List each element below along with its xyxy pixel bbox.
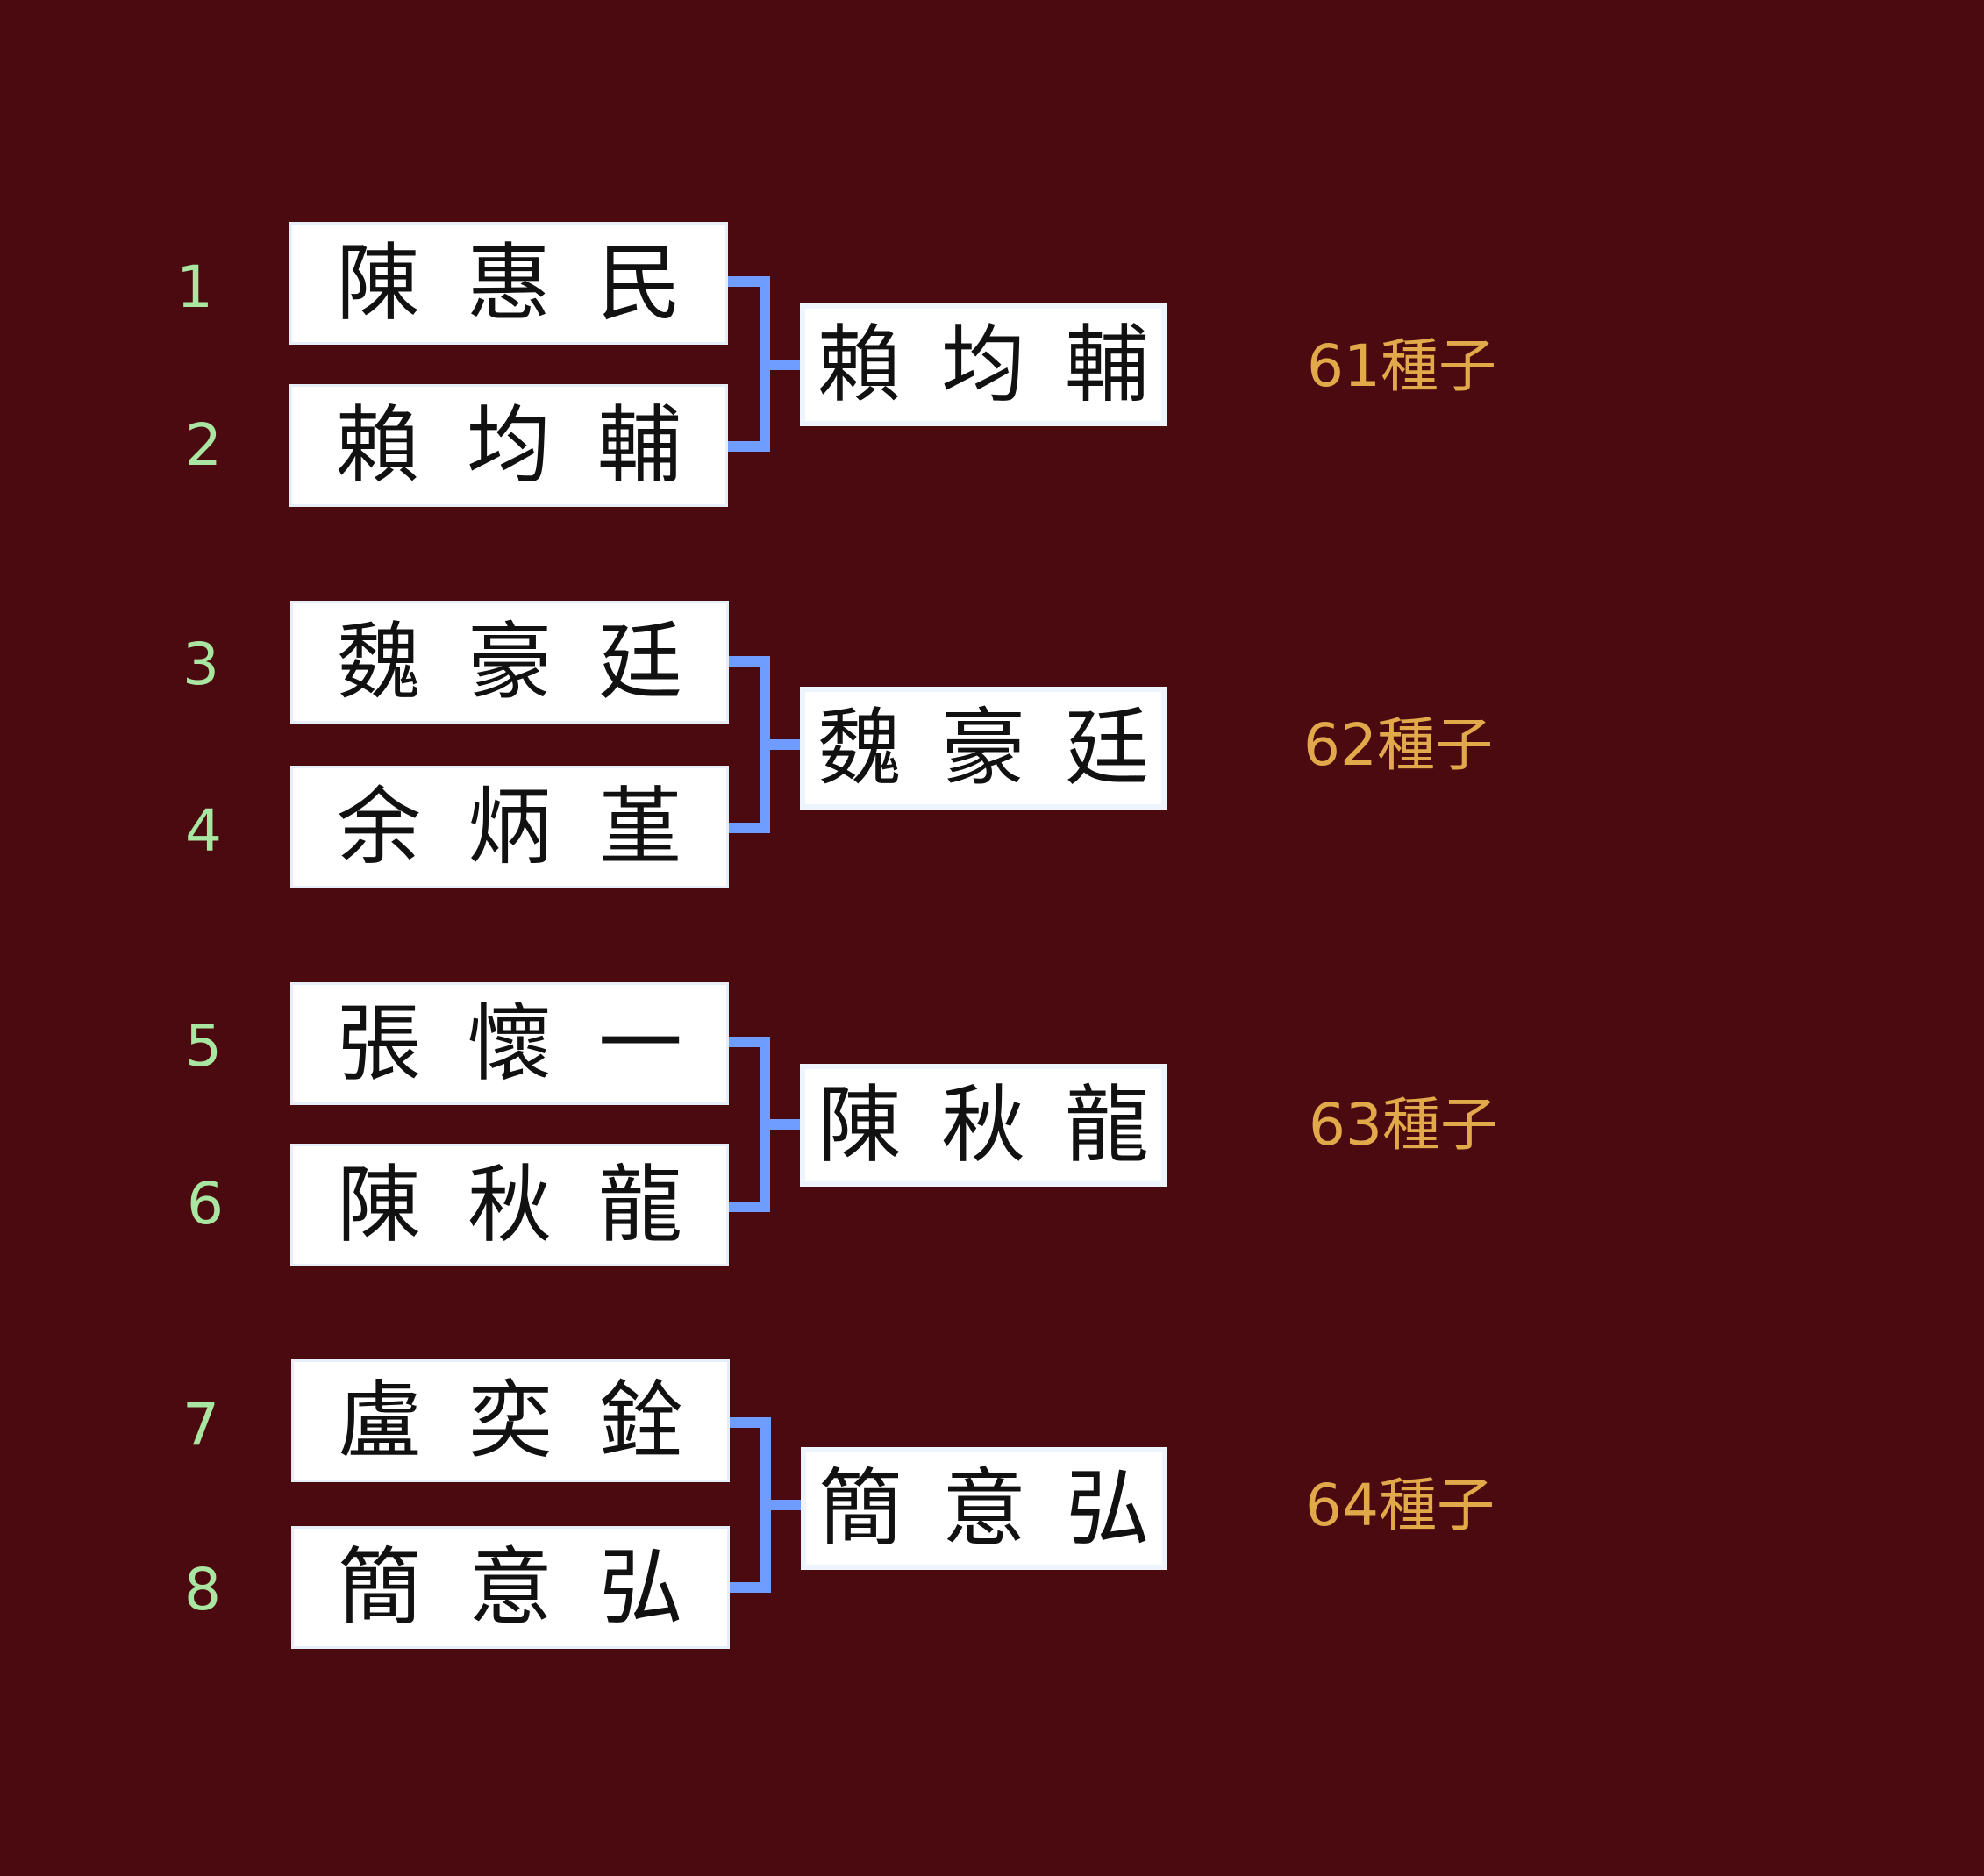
winner-4-char-3: 弘	[1066, 1459, 1150, 1558]
entrant-box-1: 陳 惠 民	[289, 222, 728, 345]
connector-vertical	[760, 1417, 771, 1593]
seed-number-6: 6	[187, 1170, 224, 1238]
connector-stem	[770, 1119, 800, 1130]
seed-number-7: 7	[182, 1391, 219, 1459]
winner-4-char-1: 簡	[818, 1459, 903, 1558]
bracket-group-2: 3 魏 豪 廷 4 余 炳 堇 魏 豪 廷 62種子	[0, 599, 1984, 888]
seed-number-4: 4	[185, 797, 222, 865]
entrant-box-8: 簡 意 弘	[291, 1526, 730, 1649]
entrant-7-char-3: 銓	[599, 1372, 683, 1470]
seed-label-63: 63種子	[1309, 1091, 1498, 1159]
entrant-8-char-3: 弘	[599, 1538, 683, 1637]
connector-stem	[770, 739, 800, 750]
winner-1-char-2: 均	[941, 316, 1025, 414]
bracket-group-3: 5 張 懷 一 6 陳 秋 龍 陳 秋 龍 63種子	[0, 981, 1984, 1270]
entrant-3-char-2: 豪	[467, 613, 552, 711]
seed-label-64: 64種子	[1305, 1472, 1495, 1539]
entrant-5-char-1: 張	[337, 995, 421, 1093]
winner-box-2: 魏 豪 廷	[800, 687, 1167, 810]
connector-vertical	[760, 276, 770, 452]
entrant-4-char-2: 炳	[467, 778, 552, 876]
seed-label-62: 62種子	[1303, 711, 1493, 779]
seed-number-2: 2	[185, 411, 222, 479]
entrant-3-char-3: 廷	[598, 613, 682, 711]
winner-box-4: 簡 意 弘	[801, 1447, 1167, 1570]
entrant-3-char-1: 魏	[337, 613, 421, 711]
entrant-5-char-2: 懷	[467, 995, 552, 1093]
entrant-5-char-3: 一	[598, 995, 682, 1093]
winner-2-char-2: 豪	[941, 699, 1025, 797]
connector-stem	[770, 360, 800, 370]
entrant-box-3: 魏 豪 廷	[290, 601, 729, 724]
entrant-box-5: 張 懷 一	[290, 982, 729, 1105]
entrant-4-char-1: 余	[337, 778, 421, 876]
entrant-1-char-3: 民	[597, 234, 682, 332]
winner-1-char-3: 輔	[1065, 316, 1149, 414]
winner-box-3: 陳 秋 龍	[800, 1064, 1167, 1187]
entrant-4-char-3: 堇	[598, 778, 682, 876]
entrant-box-7: 盧 奕 銓	[291, 1359, 730, 1482]
bracket-group-1: 1 陳 惠 民 2 賴 均 輔 賴 均 輔 61種子	[0, 222, 1984, 511]
winner-4-char-2: 意	[942, 1459, 1026, 1558]
winner-1-char-1: 賴	[817, 316, 902, 414]
entrant-1-char-1: 陳	[336, 234, 420, 332]
entrant-6-char-3: 龍	[598, 1156, 682, 1254]
winner-3-char-1: 陳	[817, 1076, 902, 1174]
entrant-8-char-1: 簡	[338, 1538, 422, 1637]
winner-2-char-1: 魏	[817, 699, 902, 797]
seed-number-3: 3	[182, 631, 219, 698]
seed-number-1: 1	[176, 253, 213, 321]
entrant-box-4: 余 炳 堇	[290, 766, 729, 888]
seed-number-8: 8	[184, 1556, 221, 1623]
entrant-2-char-3: 輔	[597, 396, 682, 495]
connector-vertical	[760, 656, 770, 833]
entrant-2-char-1: 賴	[336, 396, 420, 495]
entrant-1-char-2: 惠	[467, 234, 551, 332]
entrant-7-char-1: 盧	[338, 1372, 422, 1470]
winner-3-char-2: 秋	[941, 1076, 1025, 1174]
entrant-6-char-1: 陳	[337, 1156, 421, 1254]
entrant-8-char-2: 意	[468, 1538, 553, 1637]
winner-box-1: 賴 均 輔	[800, 303, 1167, 426]
winner-3-char-3: 龍	[1065, 1076, 1149, 1174]
bracket-group-4: 7 盧 奕 銓 8 簡 意 弘 簡 意 弘 64種子	[0, 1359, 1984, 1649]
connector-stem	[771, 1500, 801, 1510]
entrant-6-char-2: 秋	[467, 1156, 552, 1254]
entrant-7-char-2: 奕	[468, 1372, 553, 1470]
seed-number-5: 5	[185, 1012, 222, 1080]
entrant-box-2: 賴 均 輔	[289, 384, 728, 507]
winner-2-char-3: 廷	[1065, 699, 1149, 797]
connector-vertical	[760, 1037, 770, 1212]
entrant-box-6: 陳 秋 龍	[290, 1144, 729, 1266]
entrant-2-char-2: 均	[467, 396, 551, 495]
seed-label-61: 61種子	[1307, 332, 1496, 400]
